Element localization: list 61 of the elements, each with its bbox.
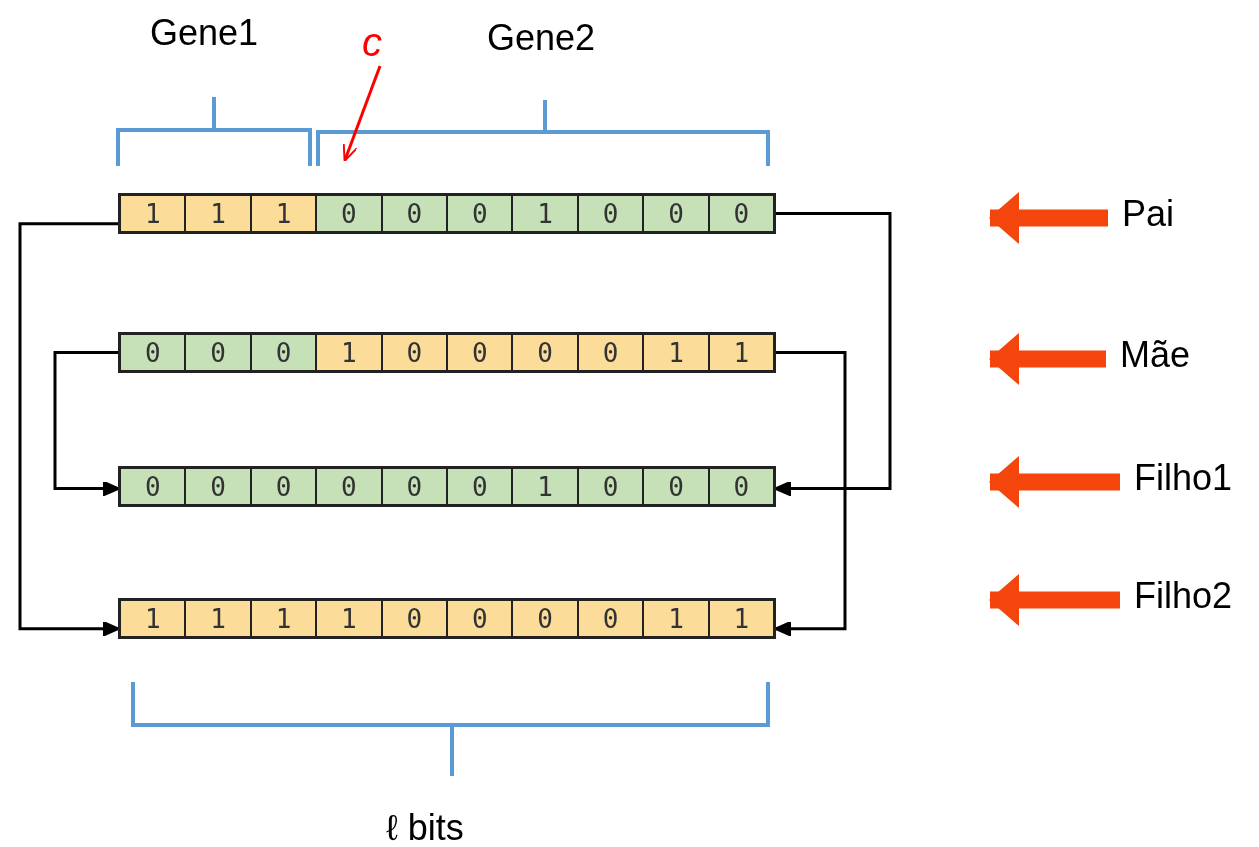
bit-cell: 0: [644, 196, 710, 231]
bit-cell: 0: [382, 601, 449, 636]
bit-cell: 1: [186, 196, 252, 231]
row-label: Filho2: [1134, 578, 1233, 614]
bit-cell: 0: [251, 469, 318, 504]
leader-arrow: [342, 65, 382, 162]
bit-cell: 0: [578, 601, 645, 636]
arrow: [774, 212, 892, 497]
bit-cell: 0: [709, 196, 774, 231]
bit-cell: 0: [578, 335, 645, 370]
bit-cell: 1: [709, 601, 774, 636]
row-label: Filho1: [1134, 460, 1233, 496]
bit-cell: 1: [186, 601, 252, 636]
block-arrow: [989, 192, 1108, 244]
block-arrow: [989, 333, 1106, 385]
bit-string-bar: [118, 193, 776, 234]
bit-cell: 1: [513, 196, 579, 231]
bit-cell: 0: [448, 335, 514, 370]
bit-cell: 0: [186, 335, 252, 370]
arrow: [774, 351, 847, 637]
row-label: Pai: [1122, 196, 1175, 232]
bit-cell: 1: [121, 196, 187, 231]
bit-cell: 0: [644, 469, 710, 504]
bit-cell: 0: [513, 335, 579, 370]
bit-cell: 1: [709, 335, 774, 370]
block-arrow: [989, 574, 1120, 626]
arrow: [53, 351, 120, 497]
bit-cell: 0: [382, 469, 449, 504]
bit-cell: 0: [251, 335, 318, 370]
bit-cell: 0: [121, 335, 187, 370]
bit-cell: 0: [448, 196, 514, 231]
block-arrow: [989, 456, 1120, 508]
bit-cell: 0: [186, 469, 252, 504]
bit-cell: 0: [317, 469, 383, 504]
row-label: Mãe: [1120, 337, 1191, 373]
bit-cell: 0: [317, 196, 383, 231]
arrow: [18, 222, 120, 637]
bracket-label: ℓ bits: [386, 810, 464, 846]
bit-cell: 0: [709, 469, 774, 504]
bit-cell: 1: [644, 335, 710, 370]
bit-cell: 1: [251, 196, 318, 231]
bit-string-bar: [118, 598, 776, 639]
bit-cell: 0: [382, 196, 449, 231]
bit-cell: 1: [251, 601, 318, 636]
bit-cell: 0: [578, 196, 645, 231]
bit-cell: 0: [448, 469, 514, 504]
bit-cell: 1: [317, 601, 383, 636]
bit-cell: 1: [513, 469, 579, 504]
bracket-label: Gene1: [150, 15, 259, 51]
bit-cell: 0: [121, 469, 187, 504]
bit-cell: 0: [578, 469, 645, 504]
bit-cell: 0: [513, 601, 579, 636]
bracket-label: Gene2: [487, 20, 596, 56]
bit-cell: 1: [644, 601, 710, 636]
bit-cell: 1: [317, 335, 383, 370]
bit-cell: 0: [382, 335, 449, 370]
bit-string-bar: [118, 332, 776, 373]
bit-cell: 1: [121, 601, 187, 636]
bit-string-bar: [118, 466, 776, 507]
c-mark: c: [362, 22, 382, 62]
bit-cell: 0: [448, 601, 514, 636]
